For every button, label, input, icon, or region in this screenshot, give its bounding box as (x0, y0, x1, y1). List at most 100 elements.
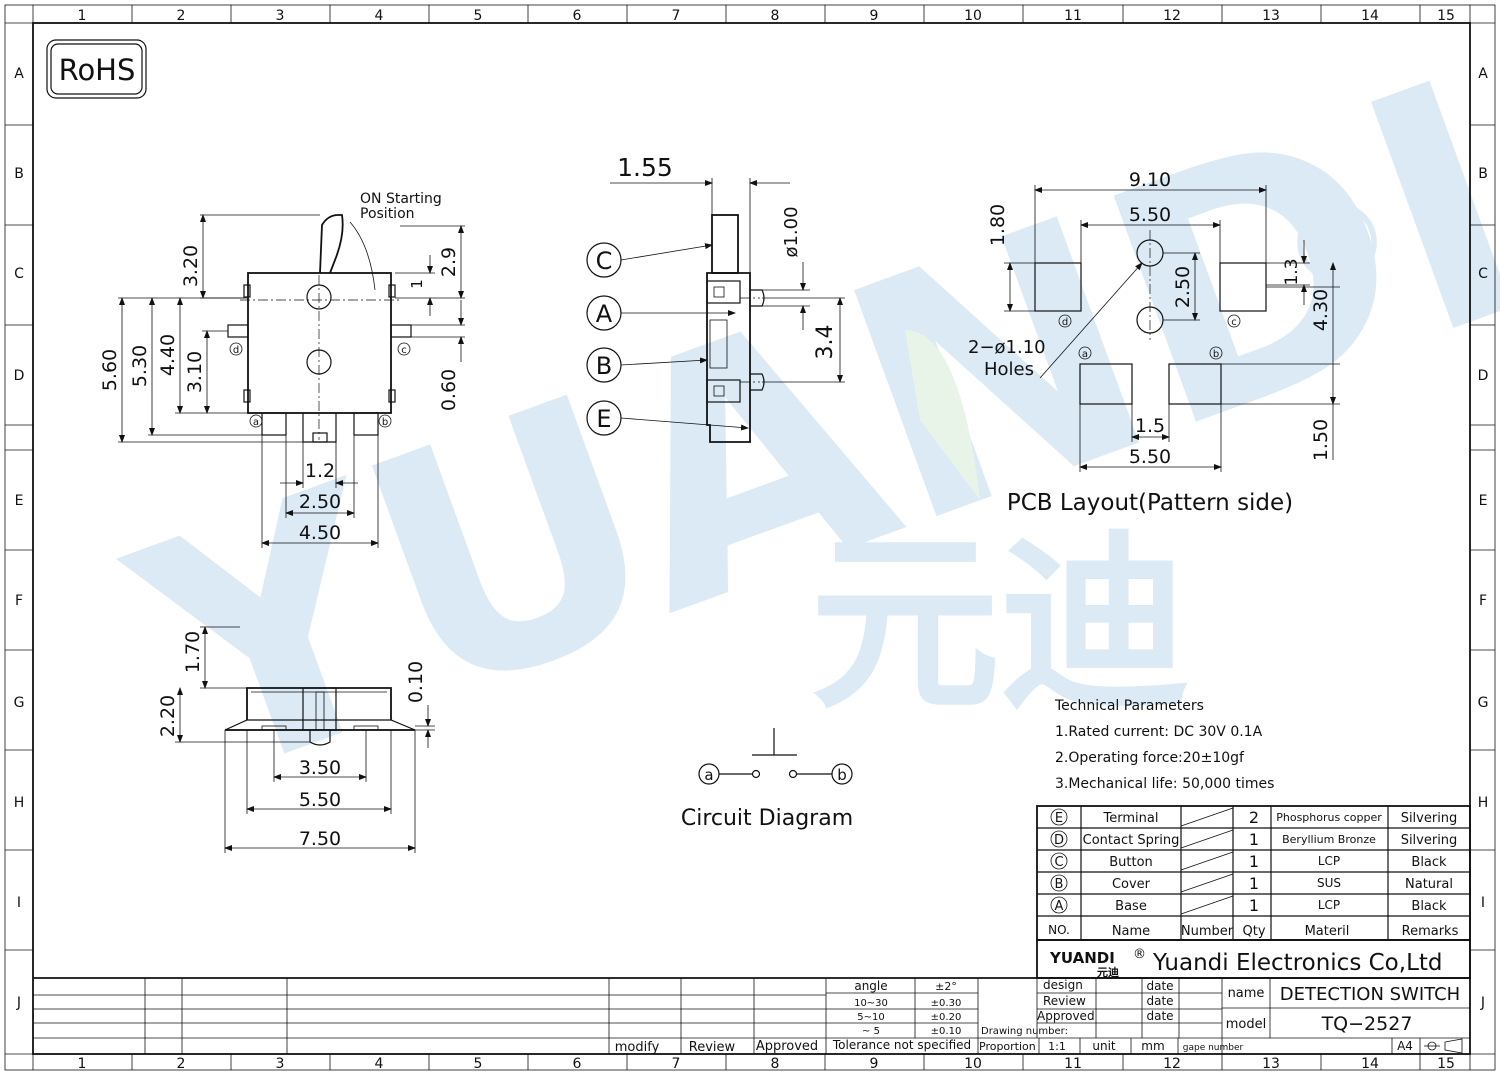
grid-row-left-E: E (15, 493, 24, 509)
tol-angle: angle (854, 979, 887, 993)
bom-name: Button (1109, 855, 1153, 870)
grid-col-bottom-13: 13 (1262, 1056, 1280, 1072)
tb-paper: A4 (1397, 1039, 1413, 1053)
grid-col-top-4: 4 (375, 8, 384, 24)
dim-0-60: 0.60 (438, 369, 460, 411)
dim-1-80: 1.80 (987, 204, 1009, 246)
dim-7-50: 7.50 (299, 828, 341, 850)
grid-col-bottom-8: 8 (771, 1056, 780, 1072)
dim-2-20: 2.20 (157, 695, 179, 737)
dim-3-50: 3.50 (299, 757, 341, 779)
dim-9-10: 9.10 (1129, 169, 1171, 191)
grid-col-top-7: 7 (672, 8, 681, 24)
bom-name: Terminal (1103, 811, 1159, 826)
bom-no-D: D (1054, 833, 1064, 848)
dim-1-55: 1.55 (617, 153, 673, 182)
tol-r3-val: ±0.10 (931, 1026, 962, 1037)
bom-qty: 2 (1249, 808, 1259, 827)
grid-col-bottom-10: 10 (964, 1056, 982, 1072)
tol-r1-val: ±0.30 (931, 998, 962, 1009)
grid-row-right-A: A (1478, 66, 1488, 82)
bom-header-no: NO. (1048, 923, 1070, 937)
circuit-pin-a: a (704, 766, 713, 784)
grid-row-left-B: B (14, 166, 24, 182)
grid-col-bottom-1: 1 (78, 1056, 87, 1072)
tol-r2-val: ±0.20 (931, 1012, 962, 1023)
bom-material: Phosphorus copper (1276, 811, 1382, 824)
grid-col-top-11: 11 (1064, 8, 1082, 24)
dim-1: 1 (408, 279, 426, 289)
grid-row-left-A: A (14, 66, 24, 82)
dim-2-9: 2.9 (438, 247, 460, 277)
grid-col-top-15: 15 (1437, 8, 1455, 24)
tb-name-label: name (1228, 986, 1265, 1001)
callout-a: A (596, 300, 613, 328)
grid-row-left-F: F (15, 593, 23, 609)
grid-row-left-G: G (14, 695, 25, 711)
tol-angle-val: ±2° (935, 980, 957, 993)
dim-1-50: 1.50 (1310, 419, 1332, 461)
tb-gape-number: gape number (1183, 1043, 1244, 1053)
grid-col-top-14: 14 (1361, 8, 1379, 24)
bom-remarks: Black (1411, 855, 1447, 870)
bom-qty: 1 (1249, 830, 1259, 849)
tb-model-val: TQ−2527 (1321, 1013, 1413, 1035)
bom-no-A: A (1055, 899, 1064, 914)
tol-label: Tolerance not specified (832, 1038, 971, 1052)
pcb-pin-d: d (1062, 317, 1068, 328)
grid-col-bottom-11: 11 (1064, 1056, 1082, 1072)
grid-col-top-12: 12 (1163, 8, 1181, 24)
grid-row-right-J: J (1480, 995, 1485, 1011)
tb-drawing-number: Drawing number: (981, 1026, 1068, 1037)
circuit-pin-b: b (837, 766, 847, 784)
bom-remarks: Black (1411, 899, 1447, 914)
grid-row-right-C: C (1478, 266, 1488, 282)
tech-item-3: 3.Mechanical life: 50,000 times (1055, 776, 1274, 792)
dim-5-50-top: 5.50 (1129, 204, 1171, 226)
grid-row-right-D: D (1478, 368, 1489, 384)
tech-item-2: 2.Operating force:20±10gf (1055, 750, 1245, 766)
grid-col-bottom-6: 6 (573, 1056, 582, 1072)
bom-name: Contact Spring (1083, 833, 1180, 848)
bom-material: LCP (1318, 854, 1340, 868)
company-reg: ® (1133, 947, 1146, 962)
bom-no-E: E (1055, 811, 1063, 826)
grid-col-top-13: 13 (1262, 8, 1280, 24)
tb-date-3: date (1146, 1009, 1173, 1023)
bom-no-C: C (1054, 855, 1063, 870)
tb-name-val: DETECTION SWITCH (1280, 984, 1460, 1005)
bom-material: LCP (1318, 898, 1340, 912)
bom-header-number: Number (1181, 924, 1234, 939)
grid-col-top-10: 10 (964, 8, 982, 24)
grid-row-right-H: H (1478, 795, 1489, 811)
holes-spec: 2−ø1.10 (968, 337, 1046, 358)
grid-row-left-C: C (14, 266, 24, 282)
watermark-registered: ® (1282, 180, 1392, 308)
grid-col-bottom-4: 4 (375, 1056, 384, 1072)
rev-approved: Approved (756, 1039, 818, 1054)
tb-proportion-val: 1:1 (1048, 1040, 1066, 1053)
dim-4-50: 4.50 (299, 522, 341, 544)
rev-review: Review (689, 1040, 736, 1055)
tech-title: Technical Parameters (1054, 698, 1204, 714)
dim-5-50: 5.50 (299, 789, 341, 811)
dim-0-10: 0.10 (405, 661, 427, 703)
pcb-layout-title: PCB Layout(Pattern side) (1007, 490, 1293, 516)
grid-row-left-I: I (17, 895, 21, 911)
grid-col-top-9: 9 (870, 8, 879, 24)
dim-1-3: 1.3 (1282, 258, 1302, 285)
grid-row-right-F: F (1479, 593, 1487, 609)
grid-col-bottom-9: 9 (870, 1056, 879, 1072)
dim-4-40: 4.40 (157, 334, 179, 376)
rev-modify: modify (615, 1040, 660, 1055)
circuit-title: Circuit Diagram (681, 806, 853, 831)
tb-model-label: model (1226, 1017, 1266, 1032)
grid-col-top-1: 1 (78, 8, 87, 24)
dim-5-30: 5.30 (129, 345, 151, 387)
title-block: YUANDI 元迪 ® Yuandi Electronics Co,Ltd mo… (32, 939, 1471, 1055)
company-logo-cn: 元迪 (1097, 965, 1119, 979)
grid-col-bottom-12: 12 (1163, 1056, 1181, 1072)
tb-approved: Approved (1037, 1009, 1095, 1023)
